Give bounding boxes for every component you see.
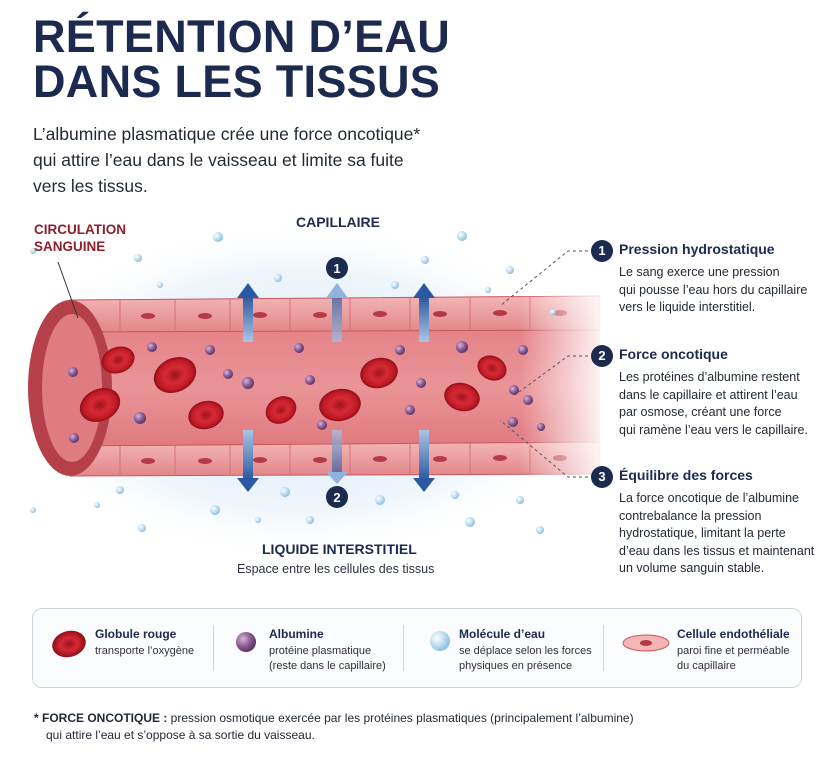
interstitial-sublabel: Espace entre les cellules des tissus — [237, 562, 435, 576]
legend-item-water-molecule: Molécule d’eau se déplace selon les forc… — [413, 609, 603, 687]
footnote-definition: pression osmotique exercée par les proté… — [167, 711, 634, 725]
footnote: * FORCE ONCOTIQUE : pression osmotique e… — [34, 710, 634, 744]
info-title: Équilibre des forces — [619, 467, 753, 483]
legend-title: Albumine — [269, 627, 324, 641]
red-blood-cell-icon — [52, 630, 86, 658]
legend: Globule rouge transporte l’oxygène Album… — [32, 608, 802, 688]
red-blood-cell — [265, 396, 297, 424]
legend-title: Globule rouge — [95, 627, 177, 641]
red-blood-cell — [360, 357, 398, 389]
footnote-line-2: qui attire l’eau et s’oppose à sa sortie… — [46, 728, 315, 742]
legend-desc-line: physiques en présence — [459, 659, 573, 672]
red-blood-cell — [79, 387, 121, 423]
albumin-particles — [68, 341, 545, 443]
info-line: La force oncotique de l’albumine — [619, 491, 799, 505]
subtitle-line-3: vers les tissus. — [33, 176, 148, 196]
info-title: Pression hydrostatique — [619, 241, 775, 257]
legend-desc-line: du capillaire — [677, 659, 736, 672]
marker-1: 1 — [326, 257, 348, 279]
info-body: La force oncotique de l’albumine contreb… — [619, 490, 814, 578]
capillary-label: CAPILLAIRE — [296, 214, 380, 230]
subtitle-line-2: qui attire l’eau dans le vaisseau et lim… — [33, 150, 404, 170]
info-number-badge: 1 — [591, 240, 613, 262]
red-blood-cell — [319, 388, 361, 422]
circulation-label-line-1: CIRCULATION — [34, 222, 126, 237]
info-line: qui pousse l’eau hors du capillaire — [619, 282, 808, 297]
red-blood-cell — [188, 400, 224, 430]
interstitial-label: LIQUIDE INTERSTITIEL — [262, 541, 417, 557]
legend-desc: protéine plasmatique (reste dans le capi… — [269, 644, 386, 673]
info-line: un volume sanguin stable. — [619, 561, 765, 575]
red-blood-cell — [153, 357, 197, 393]
marker-2: 2 — [326, 486, 348, 508]
red-blood-cells — [79, 346, 507, 430]
legend-divider — [403, 625, 404, 671]
legend-title: Cellule endothéliale — [677, 627, 790, 641]
info-line: hydrostatique, limitant la perte — [619, 526, 786, 540]
subtitle-line-1: L’albumine plasmatique crée une force on… — [33, 124, 421, 144]
water-molecule-icon — [430, 631, 450, 651]
info-line: vers le liquide interstitiel. — [619, 300, 756, 314]
info-title: Force oncotique — [619, 346, 728, 362]
circulation-label-line-2: SANGUINE — [34, 239, 106, 254]
svg-text:1: 1 — [333, 261, 340, 276]
footnote-term: * FORCE ONCOTIQUE : — [34, 711, 168, 725]
svg-text:2: 2 — [333, 490, 340, 505]
water-molecules — [30, 231, 556, 534]
info-body: Les protéines d’albumine restent dans le… — [619, 369, 808, 439]
red-blood-cell — [101, 346, 135, 374]
legend-item-albumin: Albumine protéine plasmatique (reste dan… — [223, 609, 403, 687]
red-blood-cell — [477, 355, 507, 381]
subtitle: L’albumine plasmatique crée une force on… — [33, 121, 463, 199]
hydrostatic-arrows — [237, 283, 435, 342]
info-number-badge: 3 — [591, 466, 613, 488]
info-line: d’eau dans les tissus et maintenant — [619, 543, 815, 558]
legend-desc-line: protéine plasmatique — [269, 645, 372, 657]
legend-desc-line: paroi fine et perméable — [677, 645, 790, 657]
footnote-line-1: * FORCE ONCOTIQUE : pression osmotique e… — [34, 710, 634, 727]
oncotic-arrows — [237, 430, 435, 492]
info-body: Le sang exerce une pression qui pousse l… — [619, 264, 807, 317]
info-line: par osmose, créant une force — [619, 405, 782, 419]
info-number-badge: 2 — [591, 345, 613, 367]
legend-divider — [603, 625, 604, 671]
title-line-2: DANS LES TISSUS — [33, 56, 441, 107]
albumin-icon — [236, 632, 256, 652]
page-title: RÉTENTION D’EAU DANS LES TISSUS — [33, 14, 450, 104]
legend-desc: transporte l’oxygène — [95, 644, 194, 659]
info-line: Le sang exerce une pression — [619, 265, 780, 279]
legend-desc: paroi fine et perméable du capillaire — [677, 644, 790, 673]
legend-divider — [213, 625, 214, 671]
endothelial-cell-icon — [622, 634, 670, 652]
circulation-pointer — [57, 261, 79, 319]
info-line: contrebalance la pression — [619, 508, 762, 523]
legend-item-endothelial-cell: Cellule endothéliale paroi fine et permé… — [613, 609, 799, 687]
info-line: dans le capillaire et attirent l’eau — [619, 387, 798, 402]
legend-item-red-blood-cell: Globule rouge transporte l’oxygène — [33, 609, 213, 687]
red-blood-cell — [444, 382, 480, 412]
legend-desc: se déplace selon les forces physiques en… — [459, 644, 592, 673]
legend-desc-line: se déplace selon les forces — [459, 645, 592, 657]
legend-desc-line: transporte l’oxygène — [95, 645, 195, 657]
info-line: Les protéines d’albumine restent — [619, 370, 800, 384]
info-line: qui ramène l’eau vers le capillaire. — [619, 422, 808, 437]
capillary-vessel — [28, 290, 610, 485]
title-line-1: RÉTENTION D’EAU — [33, 11, 451, 62]
legend-desc-line: (reste dans le capillaire) — [269, 659, 386, 672]
circulation-label: CIRCULATION SANGUINE — [34, 221, 126, 255]
legend-title: Molécule d’eau — [459, 627, 546, 641]
capillary-illustration: 1 2 — [0, 220, 610, 560]
leader-lines — [499, 250, 588, 478]
